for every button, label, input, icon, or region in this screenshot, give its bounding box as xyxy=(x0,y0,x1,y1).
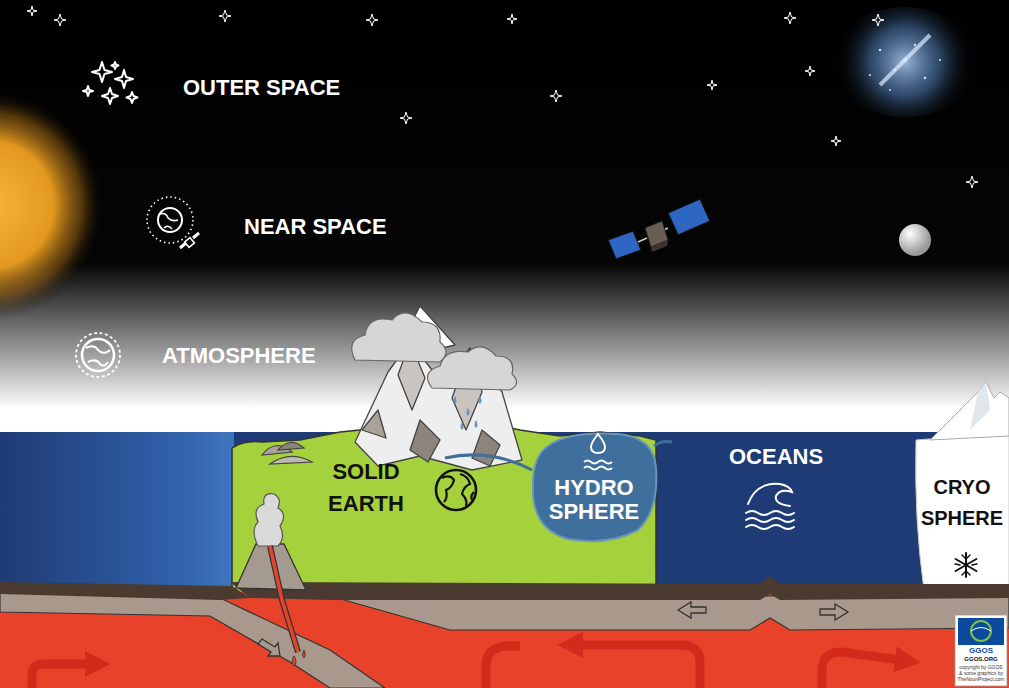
subducting-plate xyxy=(0,592,385,688)
region-label: OUTER SPACE xyxy=(183,75,340,100)
outer-space-icon xyxy=(83,62,138,104)
convection-arrows xyxy=(32,645,900,688)
volcano xyxy=(236,494,306,666)
snowflake-icon xyxy=(955,553,977,577)
river-mouth xyxy=(654,442,672,447)
lithosphere xyxy=(330,596,1009,630)
plate-motion-arrows xyxy=(258,602,848,656)
ocean-wave-icon xyxy=(746,484,794,529)
hills xyxy=(262,442,312,464)
near-space-icon xyxy=(147,197,199,248)
region-label: OCEANS xyxy=(729,444,823,469)
galaxy-core xyxy=(880,35,930,85)
logo-text: GGOS xyxy=(957,646,1005,655)
galaxy xyxy=(830,7,980,117)
region-label: SOLID EARTH xyxy=(318,456,414,520)
sun xyxy=(0,90,105,320)
crust xyxy=(230,576,1009,600)
rain xyxy=(454,396,482,430)
region-label: CRYO SPHERE xyxy=(917,472,1007,534)
region-label: NEAR SPACE xyxy=(244,214,387,239)
logo-url: GGOS.ORG xyxy=(957,656,1005,663)
sky xyxy=(0,0,1009,440)
clouds xyxy=(352,313,517,390)
river xyxy=(445,455,532,470)
solid-earth-globe-icon xyxy=(436,470,476,510)
region-label: HYDRO SPHERE xyxy=(544,428,644,524)
ocean-left xyxy=(0,432,234,592)
region-label: ATMOSPHERE xyxy=(162,343,316,368)
satellite xyxy=(608,199,710,259)
ggos-logo xyxy=(955,615,1007,686)
atmosphere-icon xyxy=(76,333,120,377)
mantle xyxy=(0,592,1009,688)
cryosphere-ice xyxy=(916,382,1009,590)
lake-shape: HYDRO SPHERE xyxy=(528,428,660,546)
moon xyxy=(899,224,931,256)
oceanic-crust xyxy=(0,582,250,600)
copyright-note: copyright by GGOS & some graphics by The… xyxy=(957,664,1005,682)
background-stars xyxy=(27,6,978,188)
